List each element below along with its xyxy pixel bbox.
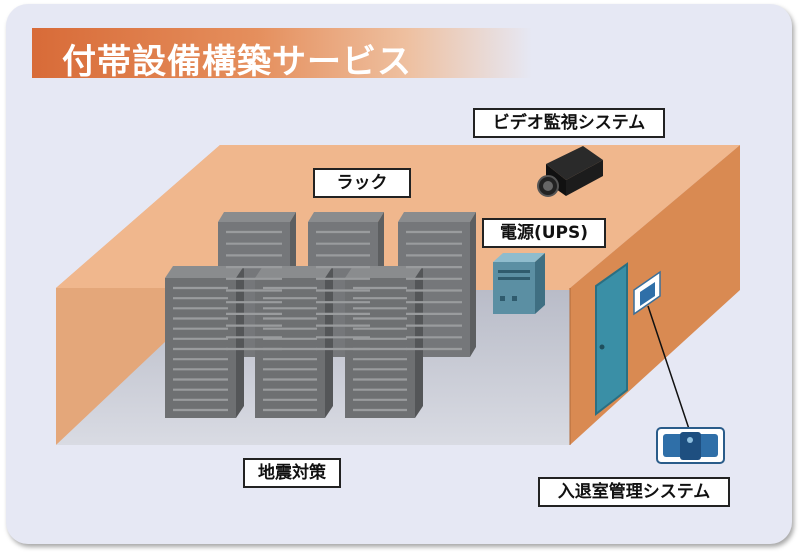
label-access: 入退室管理システム	[538, 477, 730, 507]
camera-icon	[537, 146, 603, 197]
server-slot-lines	[173, 230, 462, 412]
ups-unit	[493, 253, 545, 314]
connector-line	[647, 305, 691, 433]
label-camera: ビデオ監視システム	[473, 108, 665, 138]
label-quake: 地震対策	[243, 458, 341, 488]
card-reader	[633, 270, 661, 316]
access-card-icon	[656, 427, 725, 464]
title-banner	[32, 28, 532, 78]
door	[595, 262, 628, 417]
page-title: 付帯設備構築サービス	[62, 42, 412, 82]
label-rack: ラック	[313, 168, 411, 198]
label-ups: 電源(UPS)	[482, 218, 606, 248]
